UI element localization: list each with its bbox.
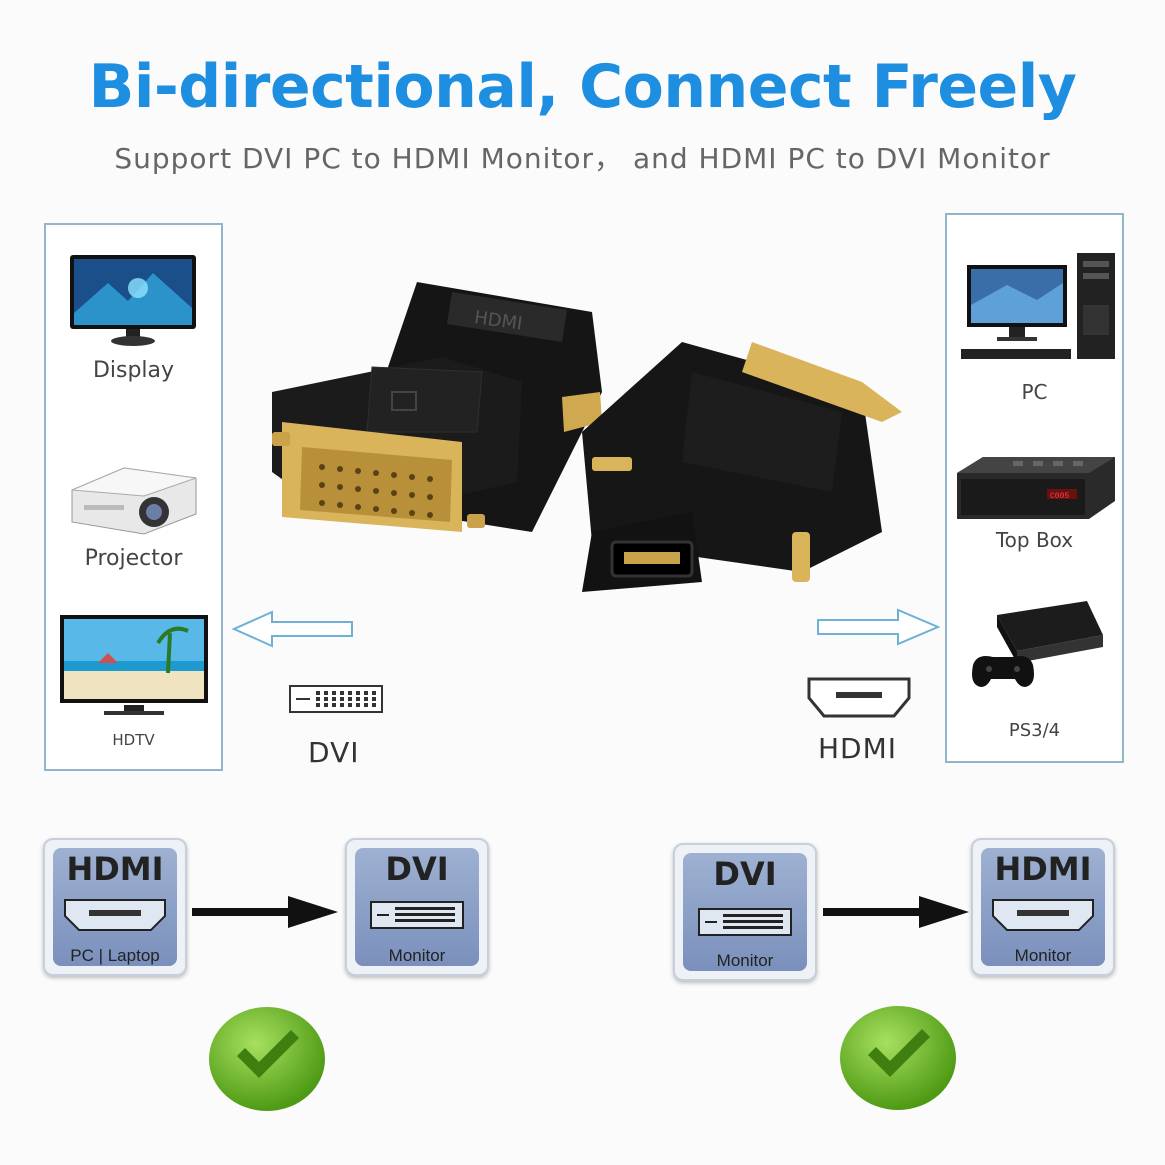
hdmi-port-icon: [992, 899, 1094, 931]
dvi-target-box: DVI Monitor: [345, 838, 489, 976]
flow-arrow-icon: [823, 896, 969, 928]
device-label-hdtv: HDTV: [112, 731, 155, 749]
page-title: Bi-directional, Connect Freely: [88, 52, 1077, 122]
pc-icon: [961, 253, 1115, 359]
projector-icon: [71, 467, 197, 535]
hdmi-source-box: HDMI PC | Laptop: [43, 838, 187, 976]
dvi-source-head: DVI: [713, 855, 777, 893]
check-icon: [840, 1006, 956, 1110]
check-icon: [209, 1007, 325, 1111]
hdmi-label: HDMI: [818, 732, 898, 765]
left-device-panel: Display Projector HDTV: [44, 223, 223, 771]
dvi-port-icon: [698, 908, 792, 936]
game-console-icon: [972, 601, 1103, 687]
adapter-product-image: HDMI: [272, 282, 902, 592]
device-label-pc: PC: [1021, 380, 1048, 404]
device-label-top-box: Top Box: [995, 528, 1074, 552]
arrow-left-icon: [232, 610, 353, 648]
hdmi-target-foot: Monitor: [1014, 946, 1072, 965]
device-label-ps: PS3/4: [1008, 720, 1061, 741]
device-label-projector: Projector: [84, 546, 183, 571]
dvi-port-icon: [370, 901, 464, 929]
device-label-display: Display: [92, 358, 175, 383]
page-subtitle: Support DVI PC to HDMI Monitor， and HDMI…: [114, 142, 1051, 175]
dvi-label: DVI: [308, 736, 360, 769]
hdmi-source-head: HDMI: [66, 850, 164, 888]
dvi-source-foot: Monitor: [716, 951, 774, 970]
dvi-port-icon: [289, 685, 383, 713]
dvi-target-head: DVI: [385, 850, 449, 888]
right-device-panel: PC C005 Top Box PS3/4: [945, 213, 1124, 763]
flow-arrow-icon: [192, 896, 338, 928]
hdmi-source-foot: PC | Laptop: [70, 946, 160, 965]
hdmi-target-head: HDMI: [994, 850, 1092, 888]
display-icon: [70, 255, 196, 346]
set-top-box-icon: C005: [957, 457, 1115, 519]
arrow-right-icon: [817, 608, 940, 646]
hdtv-icon: [60, 615, 208, 715]
hdmi-port-icon: [807, 677, 911, 718]
hdmi-target-box: HDMI Monitor: [971, 838, 1115, 976]
dvi-source-box: DVI Monitor: [673, 843, 817, 981]
dvi-target-foot: Monitor: [388, 946, 446, 965]
svg-text:C005: C005: [1050, 492, 1069, 501]
hdmi-port-icon: [64, 899, 166, 931]
